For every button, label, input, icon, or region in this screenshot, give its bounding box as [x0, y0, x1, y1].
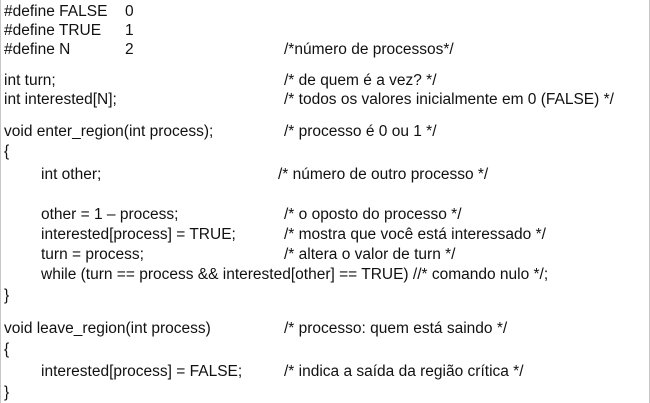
other-assignment: other = 1 – process; [41, 206, 179, 223]
turn-comment: /* de quem é a vez? */ [284, 72, 437, 89]
other-declaration: int other; [41, 166, 102, 183]
leave-region-open-brace: { [4, 341, 10, 358]
leave-region-close-brace: } [4, 384, 10, 401]
leave-region-signature: void leave_region(int process) [4, 320, 211, 337]
other-comment: /* número de outro processo */ [278, 166, 489, 183]
other-assignment-comment: /* o oposto do processo */ [284, 206, 462, 223]
define-true-code: #define TRUE [4, 22, 102, 39]
enter-region-signature: void enter_region(int process); [4, 123, 214, 140]
leave-region-comment: /* processo: quem está saindo */ [284, 320, 508, 337]
define-true-value: 1 [125, 22, 134, 39]
interested-set-true: interested[process] = TRUE; [41, 226, 236, 243]
enter-region-comment: /* processo é 0 ou 1 */ [284, 123, 437, 140]
interested-set-false: interested[process] = FALSE; [41, 363, 243, 380]
interested-comment: /* todos os valores inicialmente em 0 (F… [284, 91, 614, 108]
interested-declaration: int interested[N]; [4, 91, 117, 108]
turn-assignment: turn = process; [41, 246, 144, 263]
define-false-code: #define FALSE [4, 3, 108, 20]
enter-region-open-brace: { [4, 143, 10, 160]
define-n-code: #define N [4, 41, 71, 58]
define-n-value: 2 [125, 41, 134, 58]
turn-declaration: int turn; [4, 72, 56, 89]
interested-set-comment: /* mostra que você está interessado */ [284, 226, 546, 243]
define-n-comment: /*número de processos*/ [284, 41, 454, 58]
define-false-value: 0 [125, 3, 134, 20]
interested-clear-comment: /* indica a saída da região crítica */ [284, 363, 524, 380]
enter-region-close-brace: } [4, 287, 10, 304]
turn-assignment-comment: /* altera o valor de turn */ [284, 246, 456, 263]
while-loop: while (turn == process && interested[oth… [41, 266, 549, 283]
